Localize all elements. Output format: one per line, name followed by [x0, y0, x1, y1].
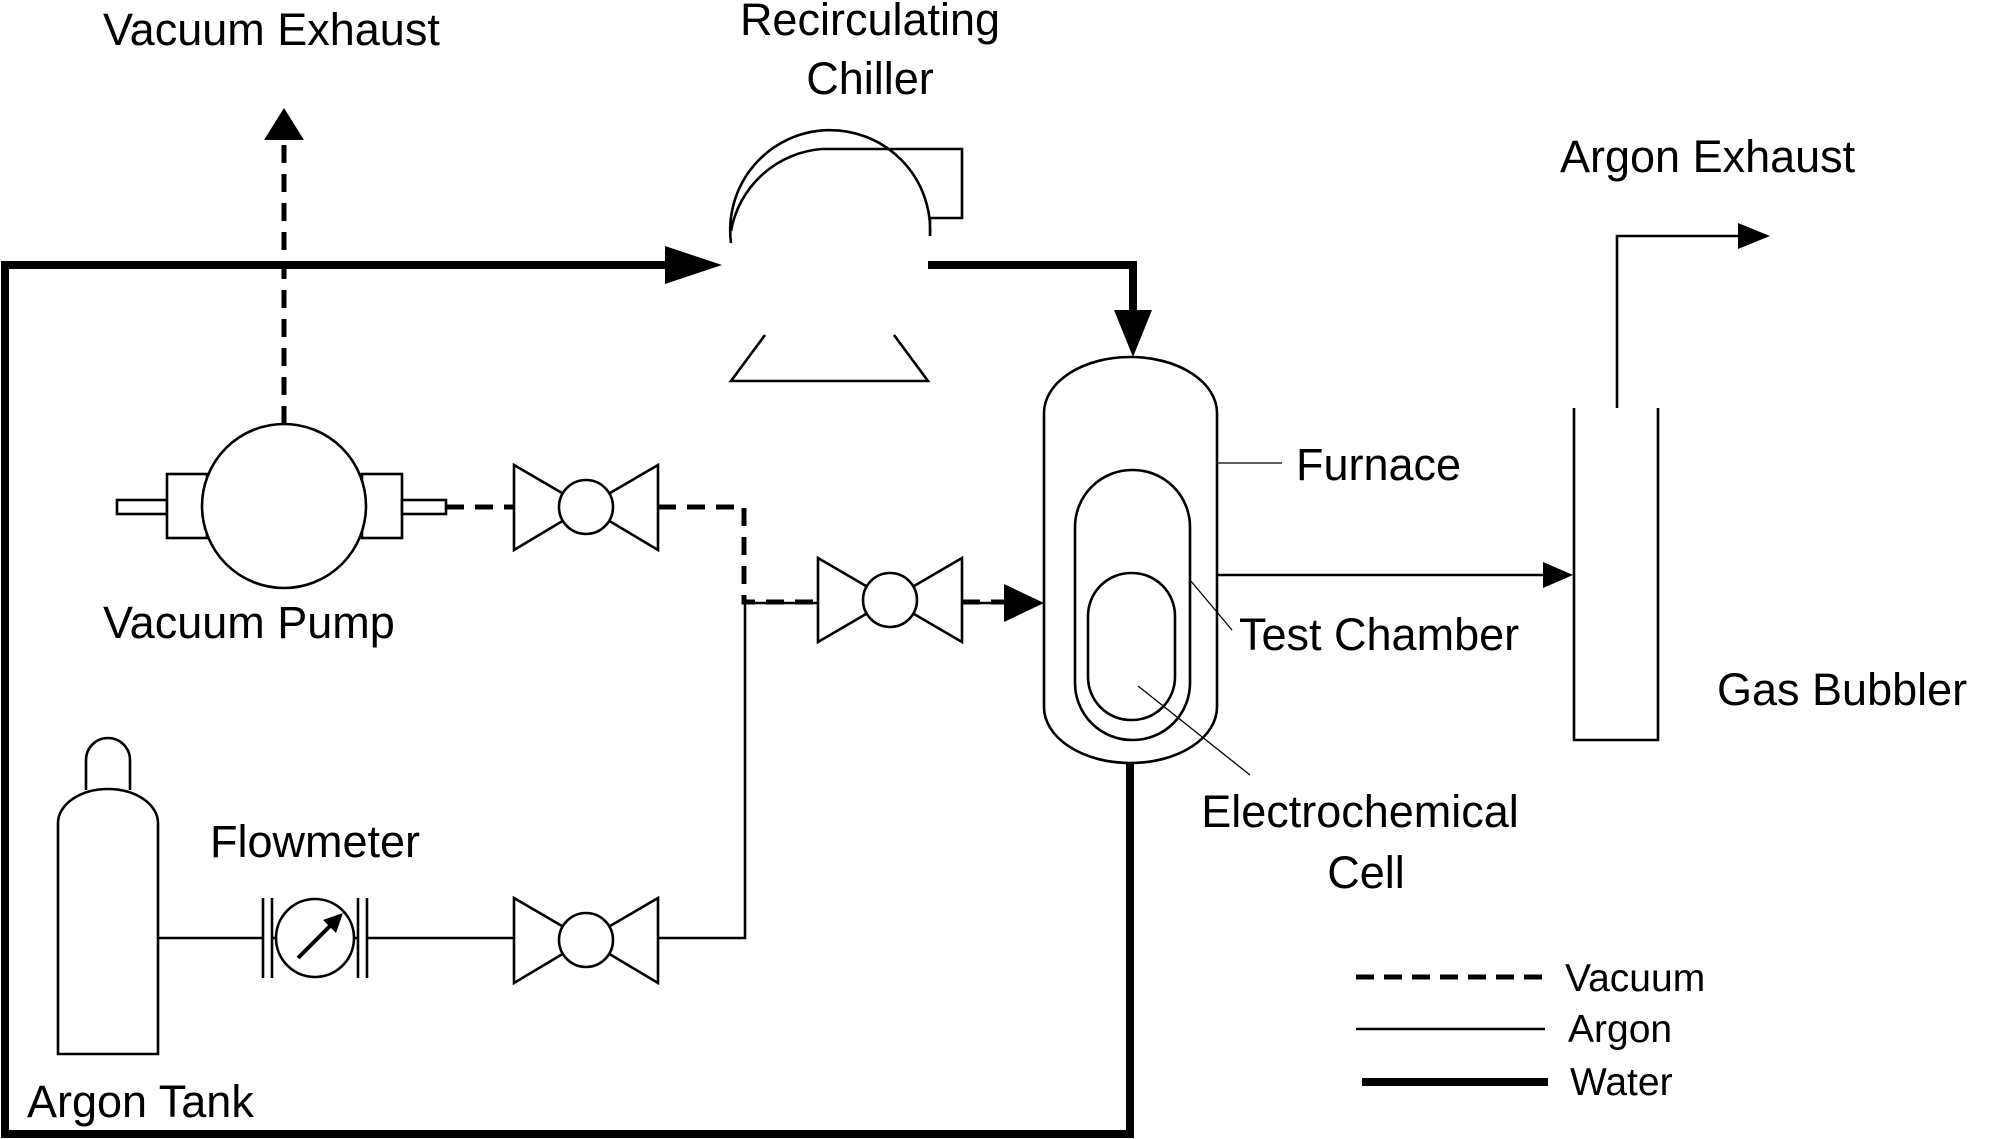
legend: Vacuum Argon Water	[1356, 957, 1705, 1104]
argon-arrow-to-bubbler	[1543, 562, 1573, 588]
labels: Vacuum Exhaust Recirculating Chiller Arg…	[27, 0, 1967, 1127]
argon-arrow-to-furnace	[1004, 584, 1044, 622]
vacuum-exhaust-arrow	[264, 108, 304, 140]
leader-lines	[1137, 462, 1282, 776]
legend-water-label: Water	[1570, 1061, 1673, 1104]
argon-exhaust-label: Argon Exhaust	[1560, 131, 1856, 182]
chiller-label-line2: Chiller	[806, 53, 934, 104]
legend-argon-label: Argon	[1568, 1008, 1672, 1051]
electrochemical-cell-vessel	[1086, 571, 1177, 722]
recirculating-chiller	[728, 128, 964, 383]
water-arrow-to-furnace	[1114, 310, 1152, 357]
vacuum-exhaust-label: Vacuum Exhaust	[103, 4, 440, 55]
chiller-label-line1: Recirculating	[740, 0, 1000, 45]
furnace-label: Furnace	[1296, 439, 1461, 490]
flowmeter-needle-icon	[323, 913, 343, 933]
test-chamber-vessel	[1073, 468, 1192, 742]
valve-furnace-inlet	[816, 555, 964, 645]
water-arrow-to-chiller	[665, 246, 722, 284]
test-chamber-label: Test Chamber	[1239, 609, 1519, 660]
argon-lines	[157, 223, 1770, 940]
flowmeter-label: Flowmeter	[210, 816, 420, 867]
vacuum-pump-label: Vacuum Pump	[103, 597, 395, 648]
furnace-assembly	[1042, 355, 1219, 765]
electrochemical-label-line2: Cell	[1327, 847, 1405, 898]
argon-tank-label: Argon Tank	[27, 1076, 254, 1127]
gas-bubbler	[1572, 408, 1660, 742]
argon-tank	[56, 736, 160, 1056]
valve-vacuum	[512, 462, 660, 553]
water-loop	[1, 246, 1152, 1138]
legend-vacuum-label: Vacuum	[1565, 957, 1705, 1000]
flowmeter	[261, 897, 369, 979]
electrochemical-label-line1: Electrochemical	[1201, 786, 1519, 837]
gas-bubbler-label: Gas Bubbler	[1717, 664, 1967, 715]
vacuum-pump	[115, 422, 448, 590]
argon-exhaust-arrow	[1738, 223, 1770, 249]
valve-argon	[512, 895, 660, 986]
